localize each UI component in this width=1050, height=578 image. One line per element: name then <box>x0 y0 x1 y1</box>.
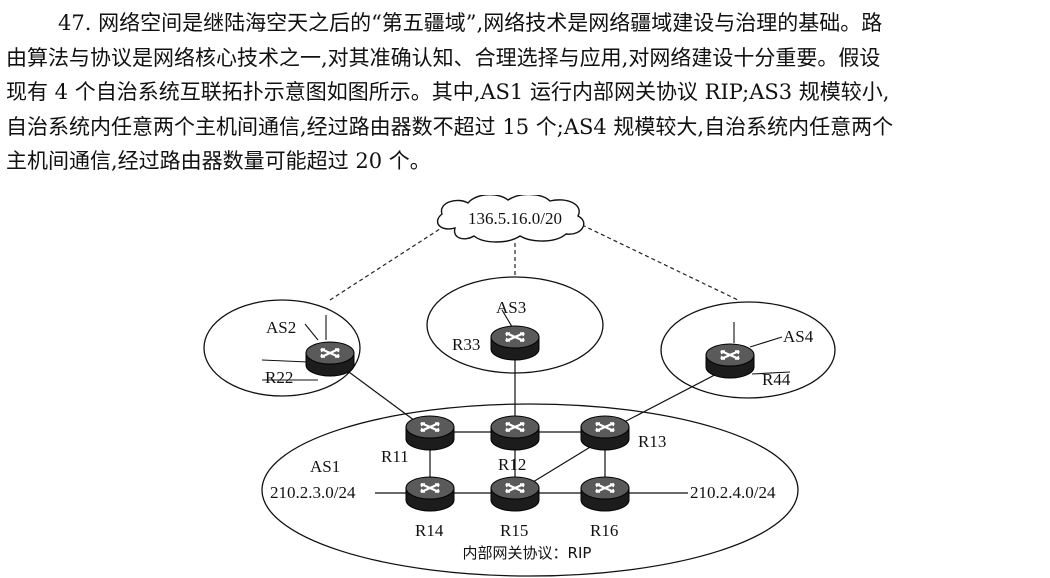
as1-label: AS1 <box>310 457 340 476</box>
as1-boundary <box>261 403 799 577</box>
router-r13-label: R13 <box>638 432 666 451</box>
question-line-3: 现有 4 个自治系统互联拓扑示意图如图所示。其中,AS1 运行内部网关协议 RI… <box>6 80 890 104</box>
stub-r22-a <box>304 323 319 341</box>
cloud-shape: 136.5.16.0/20 <box>437 195 585 243</box>
dashed-links <box>329 224 739 301</box>
as2-label: AS2 <box>266 318 296 337</box>
stub-r44-c <box>751 371 791 375</box>
router-r11-label: R11 <box>381 447 409 466</box>
router-r44-icon <box>704 342 756 380</box>
question-text: 47. 网络空间是继陆海空天之后的“第五疆域”,网络技术是网络疆域建设与治理的基… <box>6 6 1050 179</box>
question-line-1: 47. 网络空间是继陆海空天之后的“第五疆域”,网络技术是网络疆域建设与治理的基… <box>58 11 883 35</box>
router-r44-label: R44 <box>762 370 791 389</box>
router-r13-icon <box>579 414 631 452</box>
as2-boundary <box>203 299 361 397</box>
router-r22-icon <box>304 340 356 378</box>
question-line-2: 由算法与协议是网络核心技术之一,对其准确认知、合理选择与应用,对网络建设十分重要… <box>6 45 881 70</box>
as3-label: AS3 <box>496 298 526 317</box>
as4-boundary <box>660 301 836 399</box>
topology-diagram: 136.5.16.0/20 AS2 AS3 AS4 <box>203 195 836 577</box>
network-right-label: 210.2.4.0/24 <box>690 483 776 502</box>
question-line-5: 主机间通信,经过路由器数量可能超过 20 个。 <box>6 149 431 173</box>
router-r11-icon <box>404 414 456 452</box>
dashed-link-as2-cloud <box>329 224 447 301</box>
router-r33-label: R33 <box>452 335 480 354</box>
router-r14-label: R14 <box>415 521 444 540</box>
router-r16-label: R16 <box>590 521 618 540</box>
question-line-4: 自治系统内任意两个主机间通信,经过路由器数不超过 15 个;AS4 规模较大,自… <box>6 114 894 139</box>
as4-label: AS4 <box>783 327 814 346</box>
router-r14-icon <box>404 475 456 513</box>
network-left-label: 210.2.3.0/24 <box>270 483 356 502</box>
router-r12-label: R12 <box>498 455 526 474</box>
protocol-caption: 内部网关协议：RIP <box>463 544 592 562</box>
router-r22-label: R22 <box>265 368 293 387</box>
router-r15-icon <box>489 475 541 513</box>
dashed-link-as4-cloud <box>581 224 739 301</box>
router-r15-label: R15 <box>500 521 528 540</box>
router-r16-icon <box>579 475 631 513</box>
router-r33-icon <box>489 324 541 362</box>
cloud-network-label: 136.5.16.0/20 <box>468 209 562 228</box>
stub-r44-b <box>749 336 783 348</box>
stub-r22-c <box>261 359 309 363</box>
router-r12-icon <box>489 414 541 452</box>
